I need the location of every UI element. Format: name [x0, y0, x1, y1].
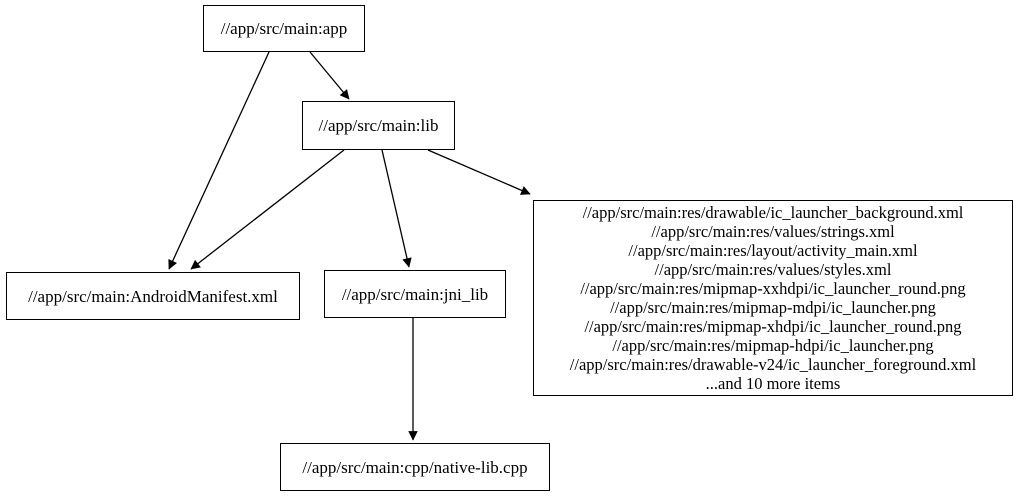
graph-node-jni-lib: //app/src/main:jni_lib [324, 270, 506, 318]
res-group-line: //app/src/main:res/drawable-v24/ic_launc… [569, 355, 977, 374]
res-group-line: //app/src/main:res/mipmap-hdpi/ic_launch… [612, 336, 934, 355]
graph-node-android-manifest-label: //app/src/main:AndroidManifest.xml [28, 286, 278, 306]
res-group-line: //app/src/main:res/values/strings.xml [651, 222, 895, 241]
res-group-line: //app/src/main:res/layout/activity_main.… [628, 241, 918, 260]
graph-node-app: //app/src/main:app [203, 5, 365, 52]
graph-node-lib-label: //app/src/main:lib [318, 116, 439, 135]
graph-node-jni-lib-label: //app/src/main:jni_lib [341, 284, 489, 304]
edge-app-to-manifest [168, 51, 270, 270]
res-group-line: //app/src/main:res/mipmap-xhdpi/ic_launc… [584, 317, 962, 336]
graph-node-native-lib-cpp: //app/src/main:cpp/native-lib.cpp [280, 443, 550, 491]
graph-node-app-label: //app/src/main:app [220, 19, 348, 38]
graph-node-native-lib-cpp-label: //app/src/main:cpp/native-lib.cpp [302, 457, 528, 477]
graph-node-android-manifest: //app/src/main:AndroidManifest.xml [6, 272, 300, 320]
res-group-line: //app/src/main:res/mipmap-mdpi/ic_launch… [610, 298, 936, 317]
graph-node-res-group: //app/src/main:res/drawable/ic_launcher_… [533, 200, 1013, 396]
graph-node-lib: //app/src/main:lib [302, 101, 455, 150]
res-group-line: //app/src/main:res/drawable/ic_launcher_… [582, 203, 964, 222]
res-group-line: //app/src/main:res/values/styles.xml [654, 260, 892, 279]
edge-lib-to-jni-lib [381, 149, 412, 268]
edge-lib-to-res-group [427, 149, 531, 195]
edge-app-to-lib [309, 51, 350, 100]
res-group-line: //app/src/main:res/mipmap-xxhdpi/ic_laun… [580, 279, 966, 298]
res-group-more-items: ...and 10 more items [705, 374, 841, 393]
edge-lib-to-manifest [190, 149, 345, 270]
